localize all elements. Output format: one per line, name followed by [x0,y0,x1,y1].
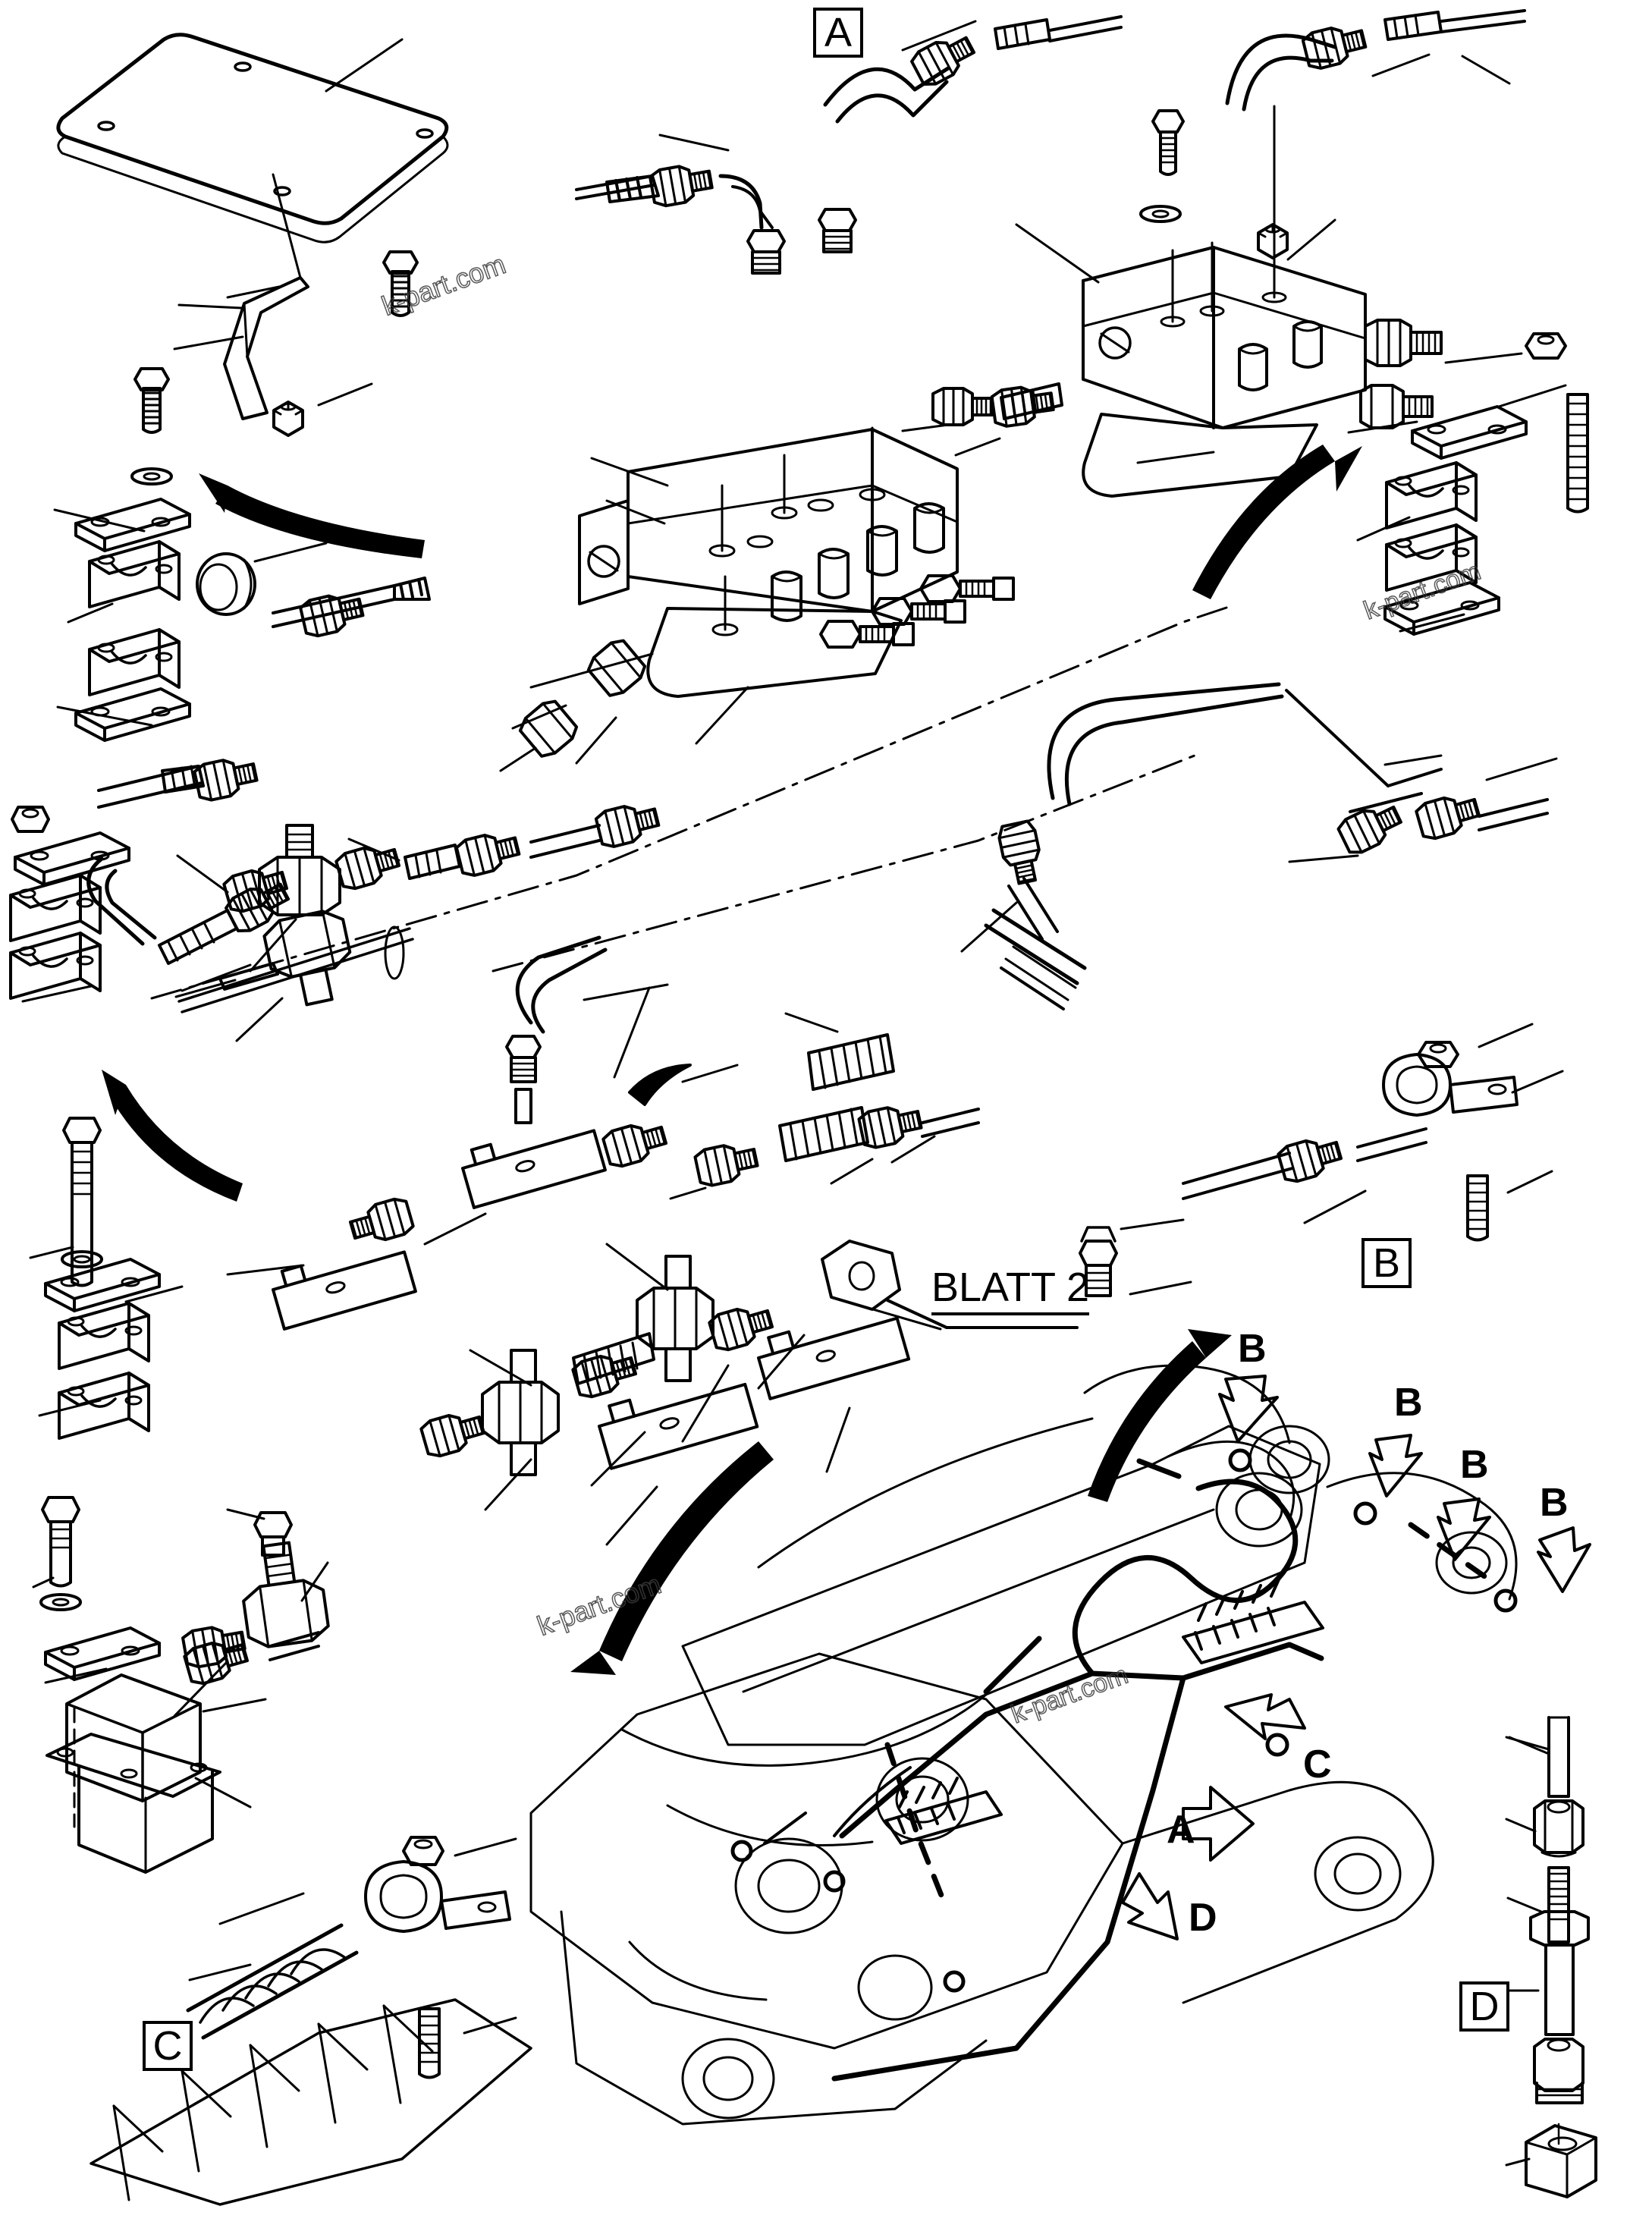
blatt2-part [821,1240,942,1331]
machine-grease-lines [831,1458,1324,2082]
callout-letter-d: D [1189,1896,1217,1940]
clamp-stack-right [1347,332,1589,636]
machine-distributor-lower [884,1777,1003,1845]
blatt2-leader [886,1299,1079,1329]
callout-arrow-b4 [1537,1526,1591,1593]
tube-run-middle-left [97,639,663,973]
distributor-block-upper-right [1015,105,1443,498]
callout-arrow-b2 [1368,1434,1423,1497]
machine-grease-points [730,1448,1518,1993]
pump-cylinders [226,1116,911,1546]
hose-top-left [575,134,786,275]
route-sweep-to-machine [570,1441,774,1675]
callout-letter-b-3: B [1460,1443,1489,1487]
detail-box-b: B [1361,1238,1412,1288]
sheet-reference-blatt-2: BLATT 2 [931,1267,1090,1315]
cover-plate [56,33,449,279]
distributor-block-center [529,426,1015,745]
callout-arrow-b3 [1437,1497,1491,1561]
machine-hidden-lines [884,1522,1490,1912]
clamp-hose-detail-c [186,1836,517,2079]
section-line-upper [150,605,1230,1000]
machine-distributor-upper [1182,1578,1324,1664]
tube-to-block2 [901,382,1063,457]
callout-letter-b-4: B [1540,1481,1569,1525]
tube-run-right-middle [960,682,1558,953]
detail-box-d: D [1459,1981,1509,2032]
route-sweep-left2 [102,1070,243,1202]
bolt-group-upper-left [130,250,419,486]
pump-reservoir-box [46,1673,267,1874]
fitting-near-pump [181,1631,320,1689]
tube-near-detail-b [1182,1127,1427,1224]
cross-junction-cluster [418,1243,806,1511]
clamp-stack-left [53,498,328,742]
grease-fitting-right-mid [1079,1218,1192,1297]
detail-box-c: C [143,2021,193,2071]
callout-letter-b-1: B [1238,1327,1267,1371]
route-sweep-left [199,473,425,558]
callout-arrow-a [1182,1786,1255,1862]
tee-lower-left [32,1496,330,1717]
mounting-bracket [173,276,309,420]
detail-d-assembly [1505,1716,1597,2198]
callout-letter-a: A [1167,1808,1195,1852]
route-sweep-right [1192,445,1362,599]
route-sweep-to-machine2 [1088,1329,1232,1502]
elbow-assembly-mid [505,935,895,1124]
machine-grease-lines-thin [763,1766,912,1845]
sleeve-assembly-mid [669,1100,980,1200]
section-line-lower [492,753,1200,973]
hose-assembly-left-upper [272,577,431,640]
hose-to-machine [984,908,1087,1010]
clamp-stack-lower-left [9,806,184,1440]
callout-letter-c: C [1303,1742,1332,1786]
hose-top-center [818,15,1123,253]
detail-box-a: A [813,8,863,58]
callout-arrow-c [1224,1693,1306,1740]
long-thin-tube-left [177,925,414,1013]
hose-middle-left [86,856,352,1042]
clamp-right-lower [1382,1023,1564,1242]
callout-arrow-d [1121,1872,1179,1940]
hose-top-right [1225,9,1526,112]
callout-letter-b-2: B [1394,1381,1423,1425]
callout-arrow-b1 [1218,1375,1279,1443]
